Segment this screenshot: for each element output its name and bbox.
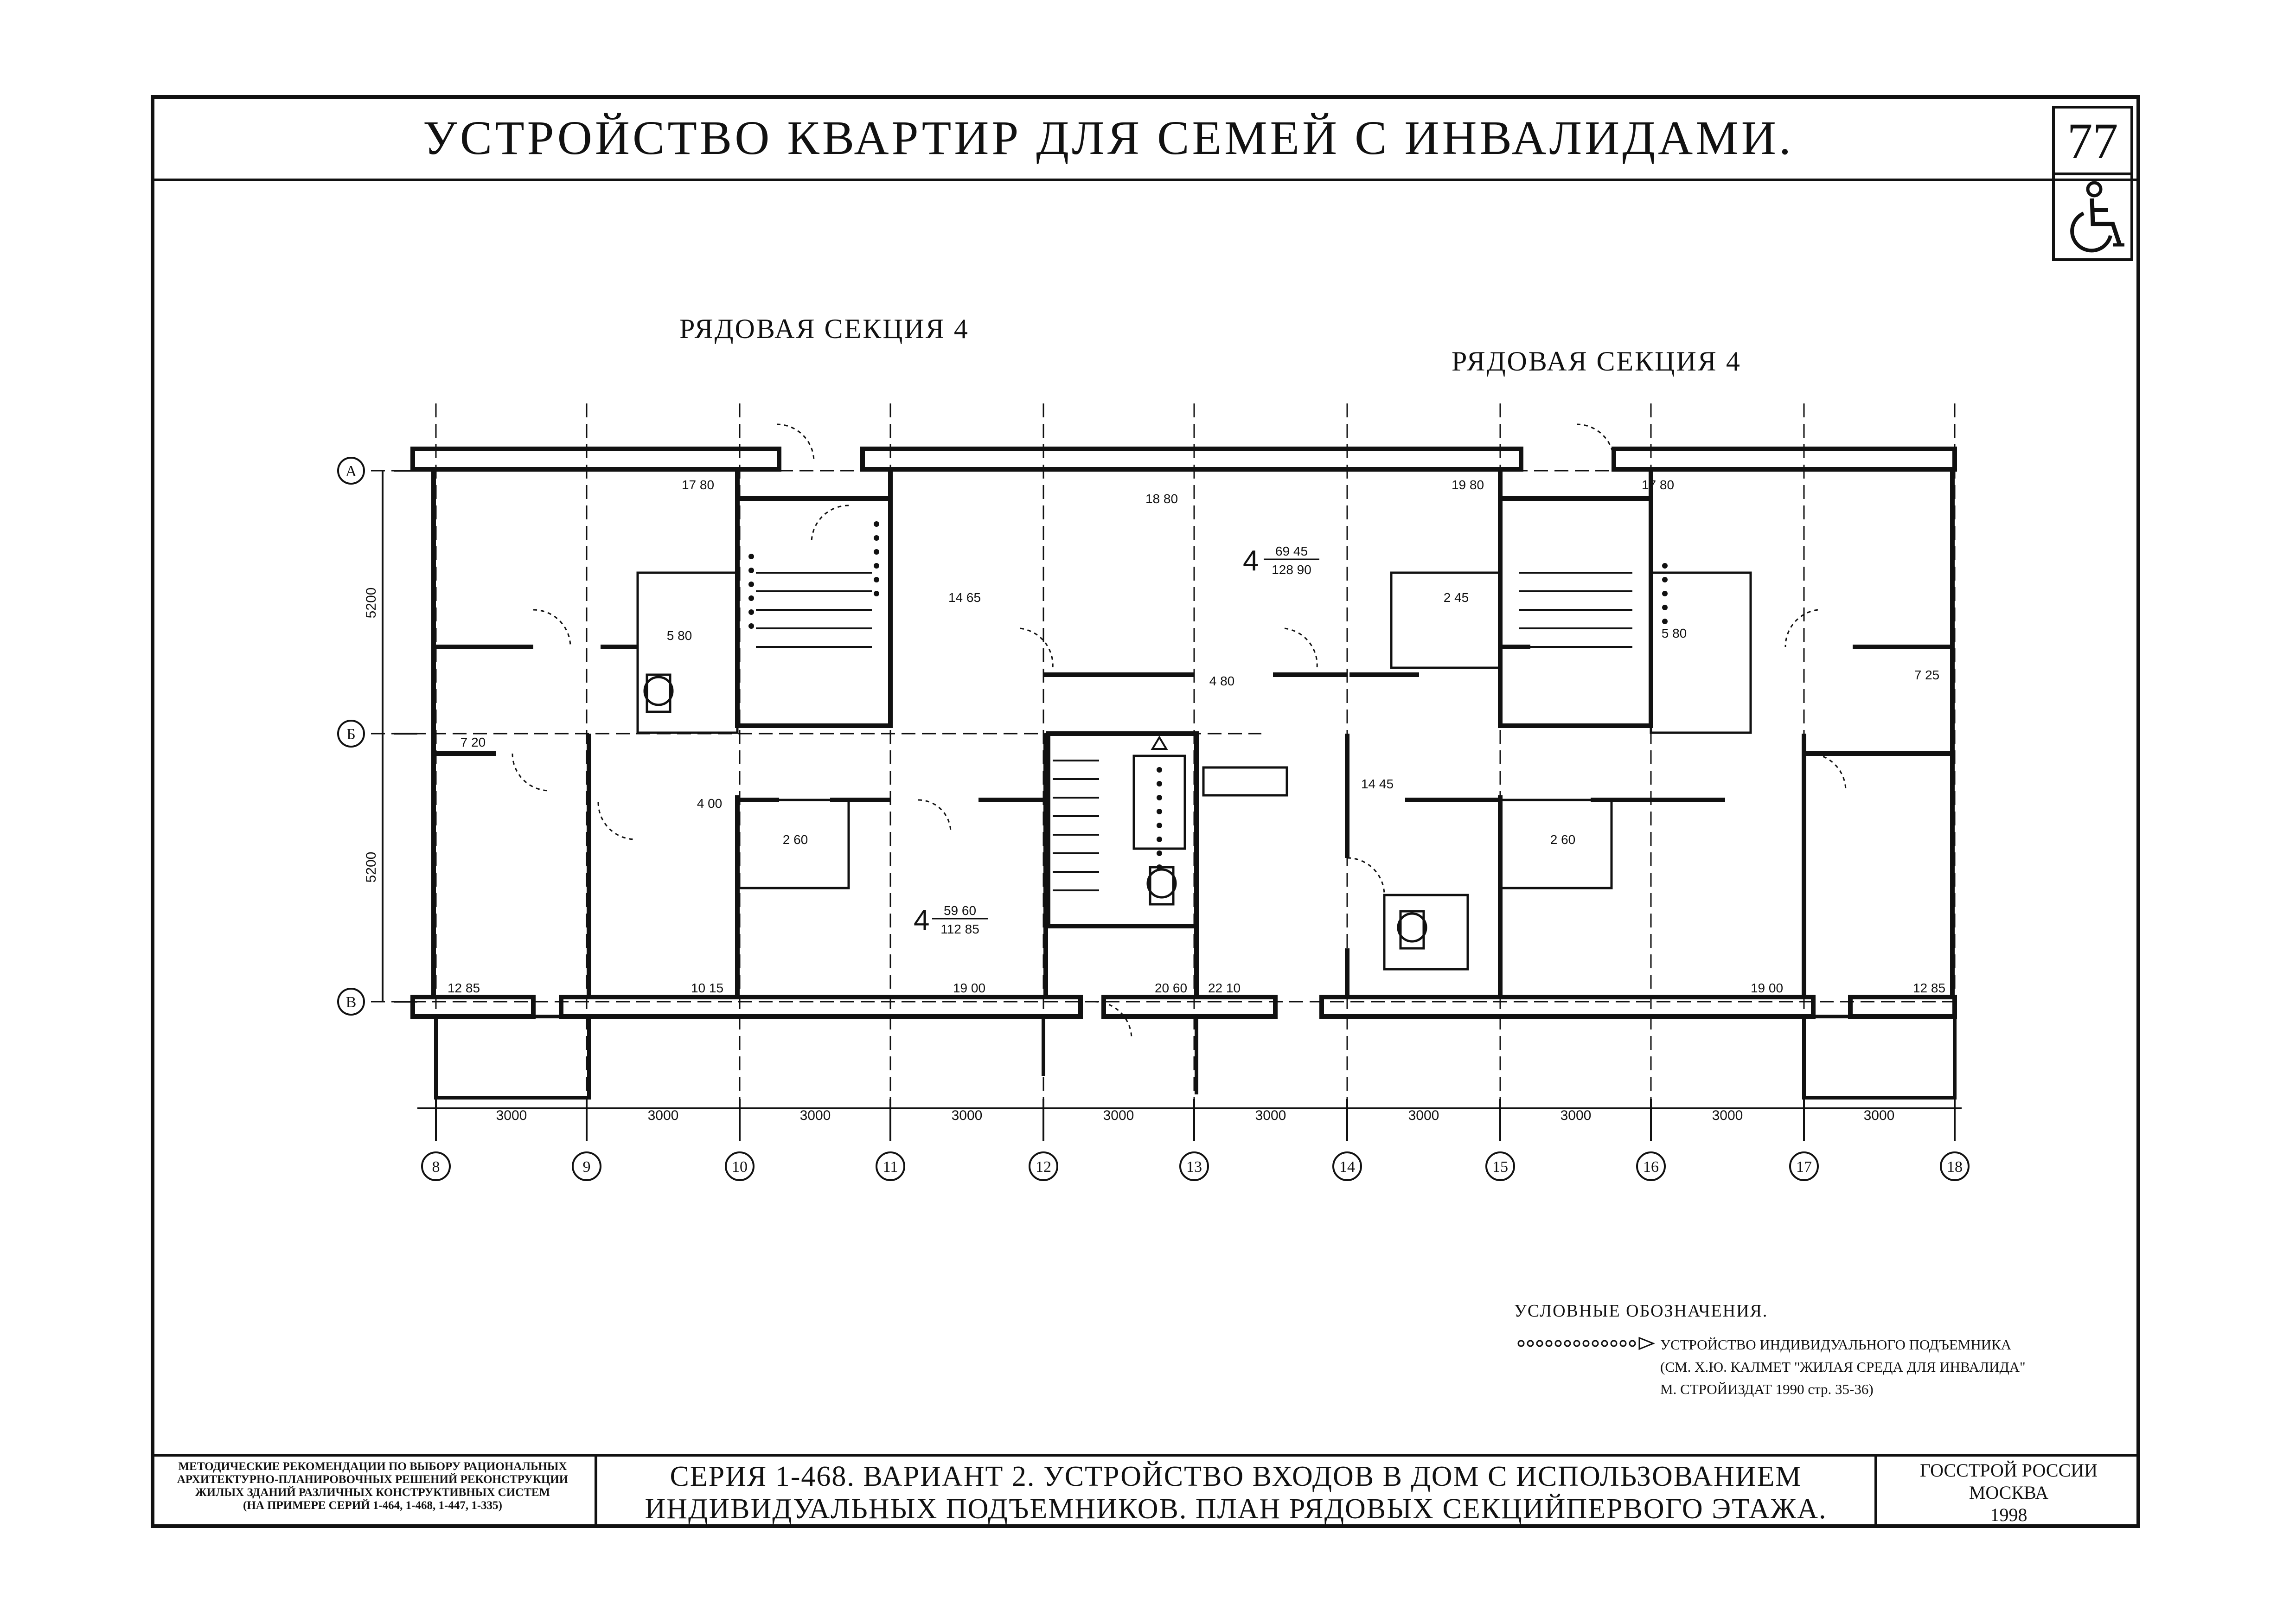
legend-line-2: (СМ. Х.Ю. КАЛМЕТ "ЖИЛАЯ СРЕДА ДЛЯ ИНВАЛИ… <box>1660 1359 2026 1375</box>
dim-11-12: 3000 <box>952 1108 983 1123</box>
room-area: 5 80 <box>1662 626 1687 640</box>
column-axis-9: 9 <box>583 1158 591 1176</box>
legend-title: УСЛОВНЫЕ ОБОЗНАЧЕНИЯ. <box>1514 1301 1768 1321</box>
organization-name: ГОССТРОЙ РОССИИ <box>1919 1460 2098 1481</box>
dim-10-11: 3000 <box>800 1108 831 1123</box>
dim-15-16: 3000 <box>1561 1108 1592 1123</box>
room-area: 4 00 <box>697 796 723 811</box>
svg-text:112 85: 112 85 <box>940 922 979 936</box>
dim-12-13: 3000 <box>1103 1108 1134 1123</box>
wheelchair-icon-box <box>2052 175 2133 261</box>
project-line: АРХИТЕКТУРНО-ПЛАНИРОВОЧНЫХ РЕШЕНИЙ РЕКОН… <box>177 1473 569 1486</box>
room-area: 2 60 <box>1550 832 1576 847</box>
room-area: 17 80 <box>1642 478 1674 492</box>
column-axis-13: 13 <box>1186 1158 1202 1176</box>
column-axis-14: 14 <box>1339 1158 1355 1176</box>
row-axis-a: А <box>345 463 357 480</box>
room-area: 20 60 <box>1155 981 1187 995</box>
organization-city: МОСКВА <box>1969 1482 2049 1503</box>
row-axis-b: Б <box>346 726 356 743</box>
dim-13-14: 3000 <box>1255 1108 1286 1123</box>
sheet-title: УСТРОЙСТВО КВАРТИР ДЛЯ СЕМЕЙ С ИНВАЛИДАМ… <box>423 111 1794 165</box>
project-line: ЖИЛЫХ ЗДАНИЙ РАЗЛИЧНЫХ КОНСТРУКТИВНЫХ СИ… <box>195 1486 550 1499</box>
dim-8-9: 3000 <box>496 1108 527 1123</box>
svg-text:59 60: 59 60 <box>944 903 976 918</box>
column-axis-18: 18 <box>1947 1158 1963 1176</box>
dim-a-b: 5200 <box>364 588 379 619</box>
room-area: 4 80 <box>1209 674 1235 688</box>
legend-line-3: М. СТРОЙИЗДАТ 1990 стр. 35-36) <box>1660 1381 1874 1397</box>
lift-symbol-icon <box>1517 1336 1656 1350</box>
column-axis-8: 8 <box>432 1158 440 1176</box>
room-area: 7 20 <box>460 735 486 749</box>
title-block-organization: ГОССТРОЙ РОССИИ МОСКВА 1998 <box>1877 1457 2140 1528</box>
column-axis-10: 10 <box>732 1158 748 1176</box>
svg-text:128 90: 128 90 <box>1272 563 1311 577</box>
room-area: 19 00 <box>1751 981 1783 995</box>
room-area: 14 65 <box>948 590 981 605</box>
column-axis-15: 15 <box>1492 1158 1508 1176</box>
title-block-project: МЕТОДИЧЕСКИЕ РЕКОМЕНДАЦИИ ПО ВЫБОРУ РАЦИ… <box>151 1457 597 1528</box>
svg-text:69 45: 69 45 <box>1275 544 1308 558</box>
sheet-name-line: СЕРИЯ 1-468. ВАРИАНТ 2. УСТРОЙСТВО ВХОДО… <box>670 1461 1802 1492</box>
apartment-label-b: 4 59 60 112 85 <box>914 903 988 936</box>
room-area: 17 80 <box>682 478 714 492</box>
room-area: 19 00 <box>953 981 985 995</box>
project-line: (НА ПРИМЕРЕ СЕРИЙ 1-464, 1-468, 1-447, 1… <box>243 1499 502 1512</box>
legend-line-1: УСТРОЙСТВО ИНДИВИДУАЛЬНОГО ПОДЪЕМНИКА <box>1660 1336 2012 1353</box>
dim-9-10: 3000 <box>648 1108 679 1123</box>
room-area: 18 80 <box>1145 492 1178 506</box>
room-area: 2 60 <box>783 832 808 847</box>
svg-text:4: 4 <box>1243 545 1259 577</box>
room-area: 19 80 <box>1452 478 1484 492</box>
apartment-label-a: 4 69 45 128 90 <box>1243 544 1319 577</box>
column-axis-12: 12 <box>1036 1158 1051 1176</box>
dim-14-15: 3000 <box>1408 1108 1439 1123</box>
sheet-name-line: ИНДИВИДУАЛЬНЫХ ПОДЪЕМНИКОВ. ПЛАН РЯДОВЫХ… <box>645 1493 1827 1525</box>
room-area: 14 45 <box>1361 777 1394 791</box>
organization-year: 1998 <box>1990 1504 2027 1525</box>
column-axis-16: 16 <box>1643 1158 1659 1176</box>
title-block: МЕТОДИЧЕСКИЕ РЕКОМЕНДАЦИИ ПО ВЫБОРУ РАЦИ… <box>151 1454 2140 1528</box>
dim-16-17: 3000 <box>1712 1108 1743 1123</box>
wheelchair-icon <box>2070 181 2124 253</box>
room-area: 22 10 <box>1208 981 1241 995</box>
project-line: МЕТОДИЧЕСКИЕ РЕКОМЕНДАЦИИ ПО ВЫБОРУ РАЦИ… <box>178 1460 567 1473</box>
dim-17-18: 3000 <box>1864 1108 1895 1123</box>
sheet-number: 77 <box>2052 106 2133 175</box>
section-label-right: РЯДОВАЯ СЕКЦИЯ 4 <box>1452 346 1741 377</box>
room-area: 12 85 <box>1913 981 1945 995</box>
room-area: 5 80 <box>667 628 692 643</box>
title-block-sheet-name: СЕРИЯ 1-468. ВАРИАНТ 2. УСТРОЙСТВО ВХОДО… <box>597 1457 1877 1528</box>
column-axis-11: 11 <box>883 1158 898 1176</box>
dim-b-v: 5200 <box>364 852 379 883</box>
room-area: 10 15 <box>691 981 723 995</box>
drawing-frame <box>151 95 2140 1528</box>
svg-text:4: 4 <box>914 904 929 936</box>
row-axis-v: В <box>346 994 357 1011</box>
column-axis-17: 17 <box>1796 1158 1812 1176</box>
section-label-left: РЯДОВАЯ СЕКЦИЯ 4 <box>679 313 969 344</box>
room-area: 7 25 <box>1914 668 1940 682</box>
title-bar: УСТРОЙСТВО КВАРТИР ДЛЯ СЕМЕЙ С ИНВАЛИДАМ… <box>151 95 2140 181</box>
room-area: 2 45 <box>1444 590 1469 605</box>
room-area: 12 85 <box>448 981 480 995</box>
